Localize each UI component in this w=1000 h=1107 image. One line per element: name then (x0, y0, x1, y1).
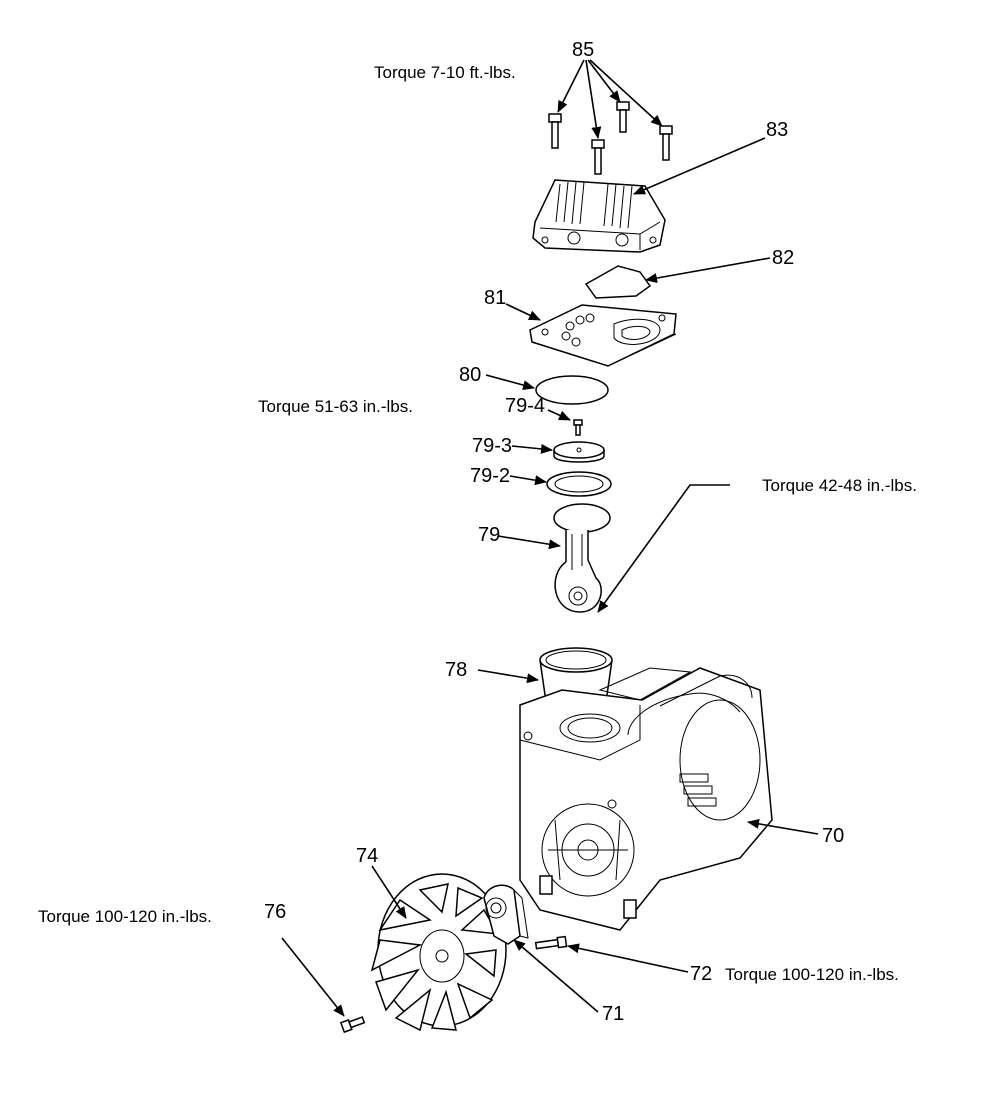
label-78: 78 (445, 659, 467, 681)
part-76-bolt (339, 1016, 366, 1034)
part-79-2-ring (546, 471, 612, 497)
label-82: 82 (772, 247, 794, 269)
part-74-cooling-fan (370, 873, 507, 1032)
torque-72: Torque 100-120 in.-lbs. (725, 965, 899, 984)
torque-76: Torque 100-120 in.-lbs. (38, 907, 212, 926)
label-79-4: 79-4 (505, 395, 545, 417)
label-74: 74 (356, 845, 378, 867)
label-70: 70 (822, 825, 844, 847)
label-80: 80 (459, 364, 481, 386)
part-83-cylinder-head (532, 179, 666, 253)
torque-79: Torque 42-48 in.-lbs. (762, 476, 917, 495)
part-70-motor-crankcase (519, 667, 773, 931)
label-81: 81 (484, 287, 506, 309)
label-79-3: 79-3 (472, 435, 512, 457)
torque-85: Torque 7-10 ft.-lbs. (374, 63, 516, 82)
label-71: 71 (602, 1003, 624, 1025)
label-83: 83 (766, 119, 788, 141)
label-85: 85 (572, 39, 594, 61)
part-81-valve-plate (529, 304, 677, 367)
part-71-eccentric (483, 884, 529, 945)
label-79: 79 (478, 524, 500, 546)
label-79-2: 79-2 (470, 465, 510, 487)
torque-79-4: Torque 51-63 in.-lbs. (258, 397, 413, 416)
part-79-3-retainer (553, 441, 605, 463)
part-80-o-ring (535, 375, 609, 405)
part-72-bolt (534, 935, 568, 950)
part-82-gasket (584, 265, 652, 299)
part-85-arrows (557, 59, 663, 139)
part-79-4-screw (573, 419, 583, 436)
label-76: 76 (264, 901, 286, 923)
part-79-connecting-rod (553, 503, 611, 613)
label-72: 72 (690, 963, 712, 985)
part-85-bolts (548, 101, 673, 175)
